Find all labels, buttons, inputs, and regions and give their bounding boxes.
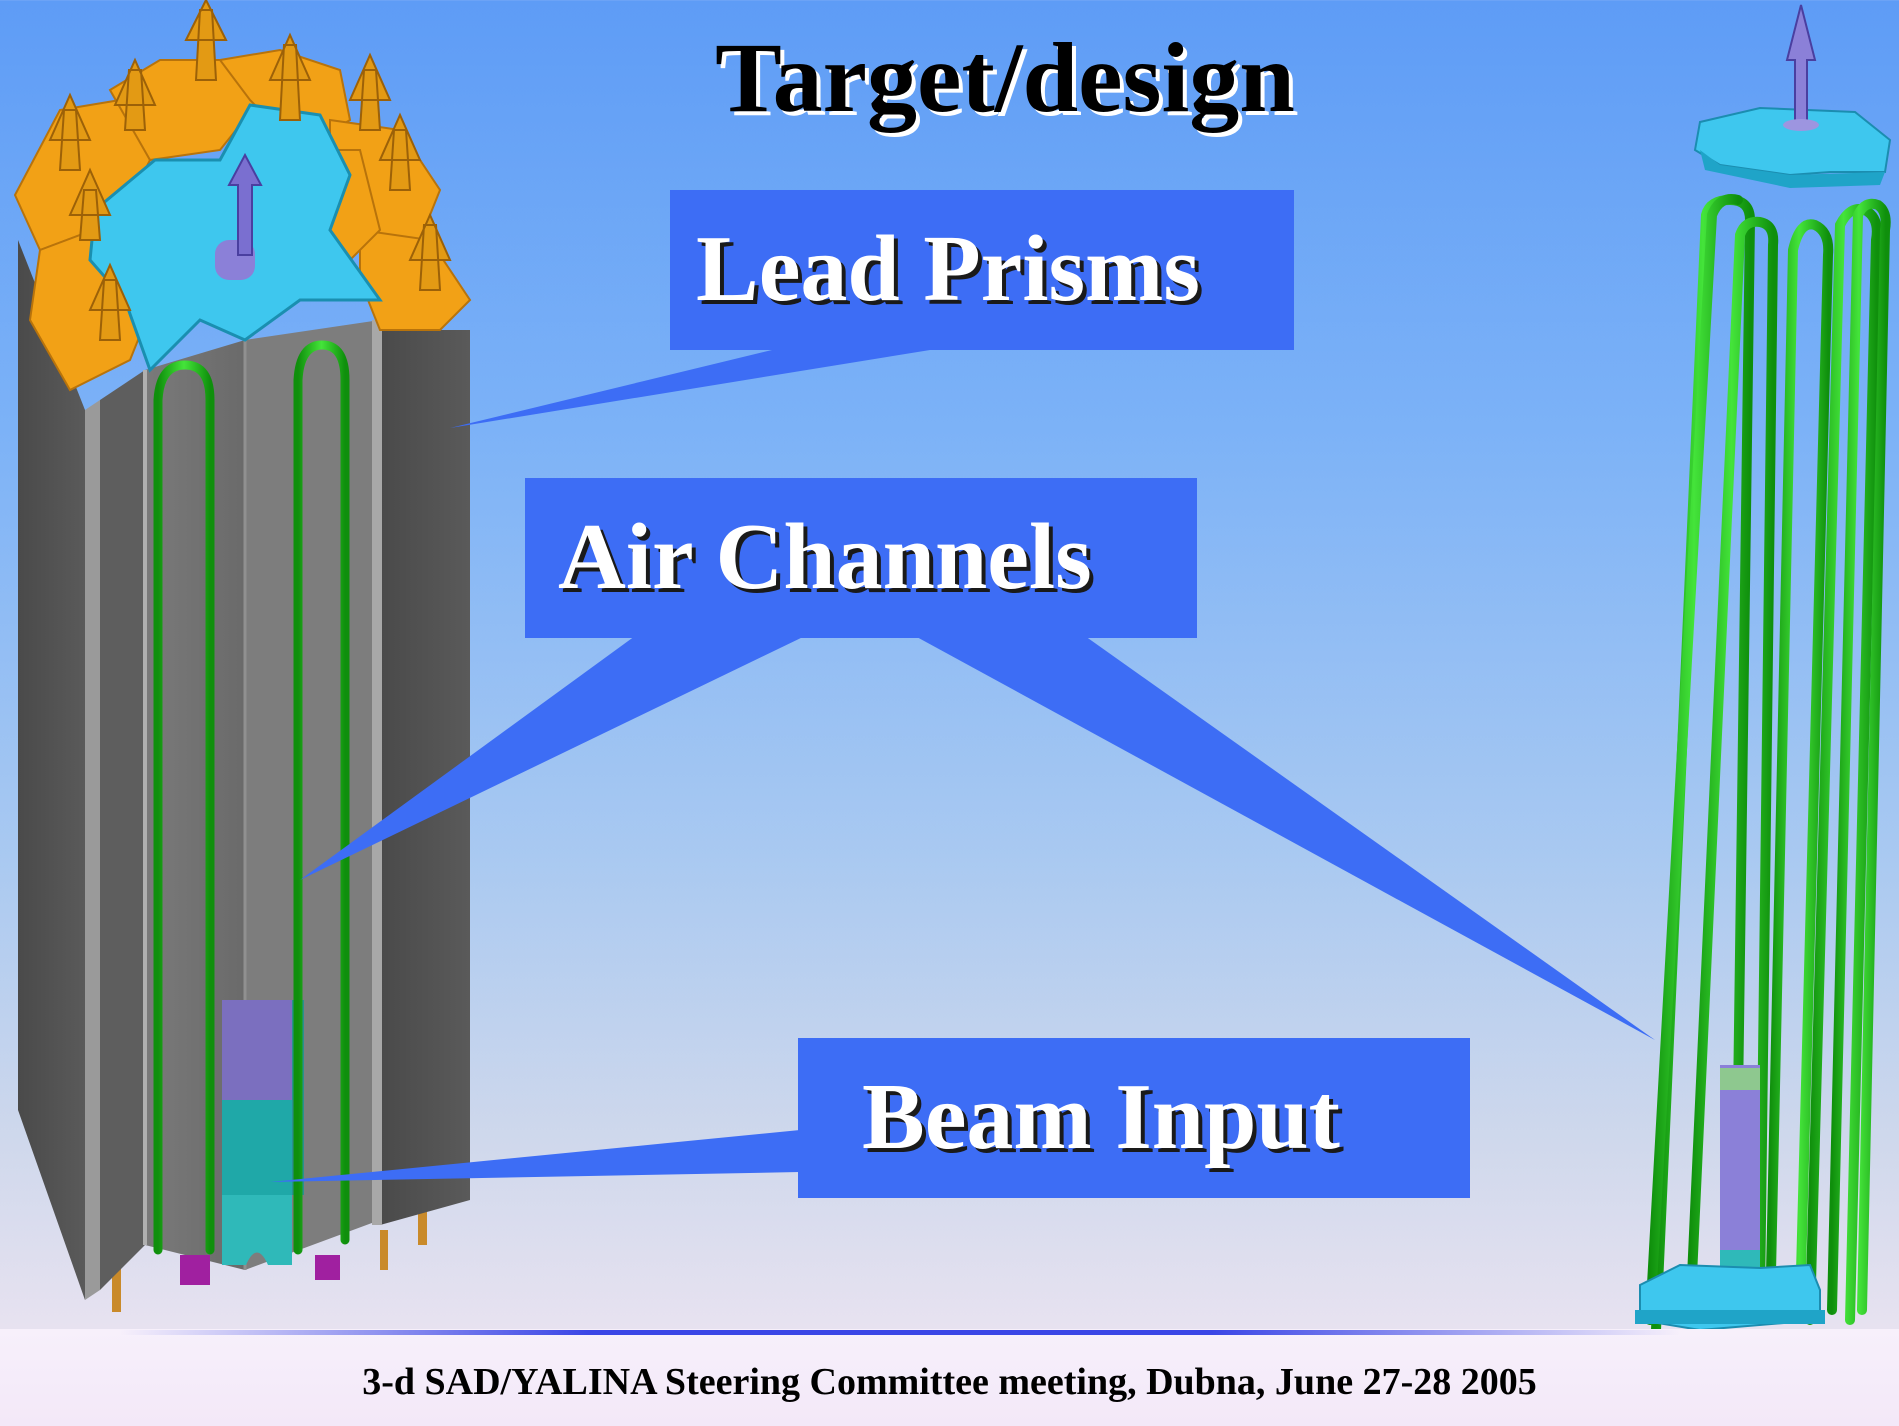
air-channel-assembly <box>1635 4 1892 1422</box>
slide-title: Target/design <box>715 22 1295 133</box>
footer-divider <box>120 1330 1680 1335</box>
top-arrow-icon <box>1785 4 1817 126</box>
lead-prisms-label: Lead Prisms <box>696 217 1200 321</box>
beam-input-label: Beam Input <box>862 1065 1340 1169</box>
footer-bar <box>0 1329 1899 1426</box>
callout-air-channels <box>300 478 1655 1040</box>
lead-prism-right <box>380 330 470 1225</box>
support-legs <box>112 1200 427 1312</box>
beam-arrow-icon <box>227 152 263 256</box>
footer-text: 3-d SAD/YALINA Steering Committee meetin… <box>362 1361 1537 1403</box>
air-channels-label: Air Channels <box>558 505 1092 609</box>
air-channel-tubes <box>153 340 350 1255</box>
callout-beam-input <box>270 1038 1470 1198</box>
rods <box>1645 194 1891 1335</box>
lead-prism-front-left <box>100 370 145 1290</box>
callout-lead-prisms <box>450 190 1294 428</box>
lead-prism-left <box>18 240 85 1300</box>
target-assembly <box>13 0 472 1312</box>
lead-prism-center <box>145 340 245 1270</box>
beam-channel <box>180 1000 340 1285</box>
orange-arrows <box>48 0 452 341</box>
top-cyan-plate <box>88 103 383 373</box>
